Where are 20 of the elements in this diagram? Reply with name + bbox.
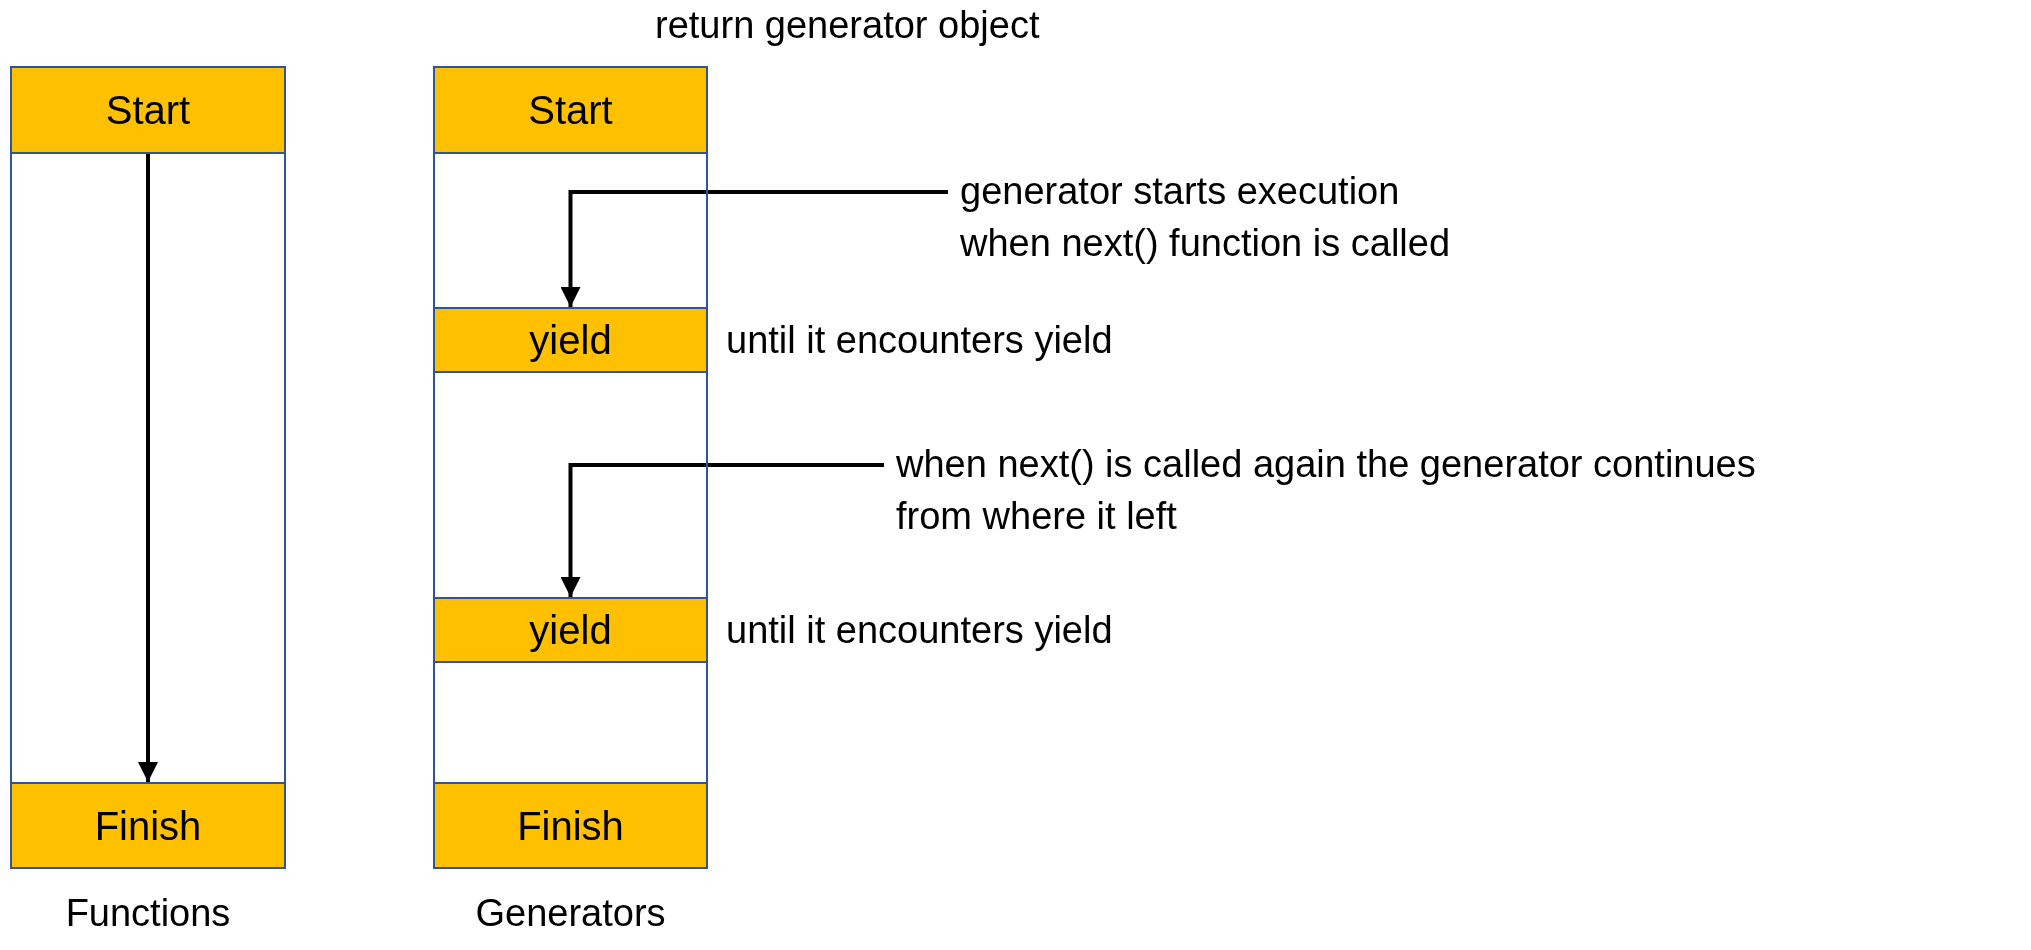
note-text: when next() is called again the generator continues from where it left xyxy=(896,442,1757,539)
step-label: Start xyxy=(105,90,191,130)
step-box xyxy=(433,782,708,869)
step-box xyxy=(433,66,708,154)
step-box xyxy=(10,782,286,869)
arrow xyxy=(138,154,158,782)
step-label: yield xyxy=(529,610,612,650)
arrow xyxy=(560,463,884,597)
annotation-text: until it encounters yield xyxy=(726,318,1113,362)
caption-text: return generator object xyxy=(655,4,1040,47)
column-heading: Generators xyxy=(475,893,666,935)
step-label: Finish xyxy=(517,805,624,846)
step-label: yield xyxy=(529,320,612,360)
step-label: Finish xyxy=(94,805,202,846)
step-box xyxy=(10,66,286,154)
arrow xyxy=(560,190,948,307)
column-heading: Functions xyxy=(65,893,231,935)
step-label: Start xyxy=(528,90,613,130)
note-text: generator starts execution when next() function is called xyxy=(960,169,1452,266)
annotation-text: until it encounters yield xyxy=(726,608,1113,652)
